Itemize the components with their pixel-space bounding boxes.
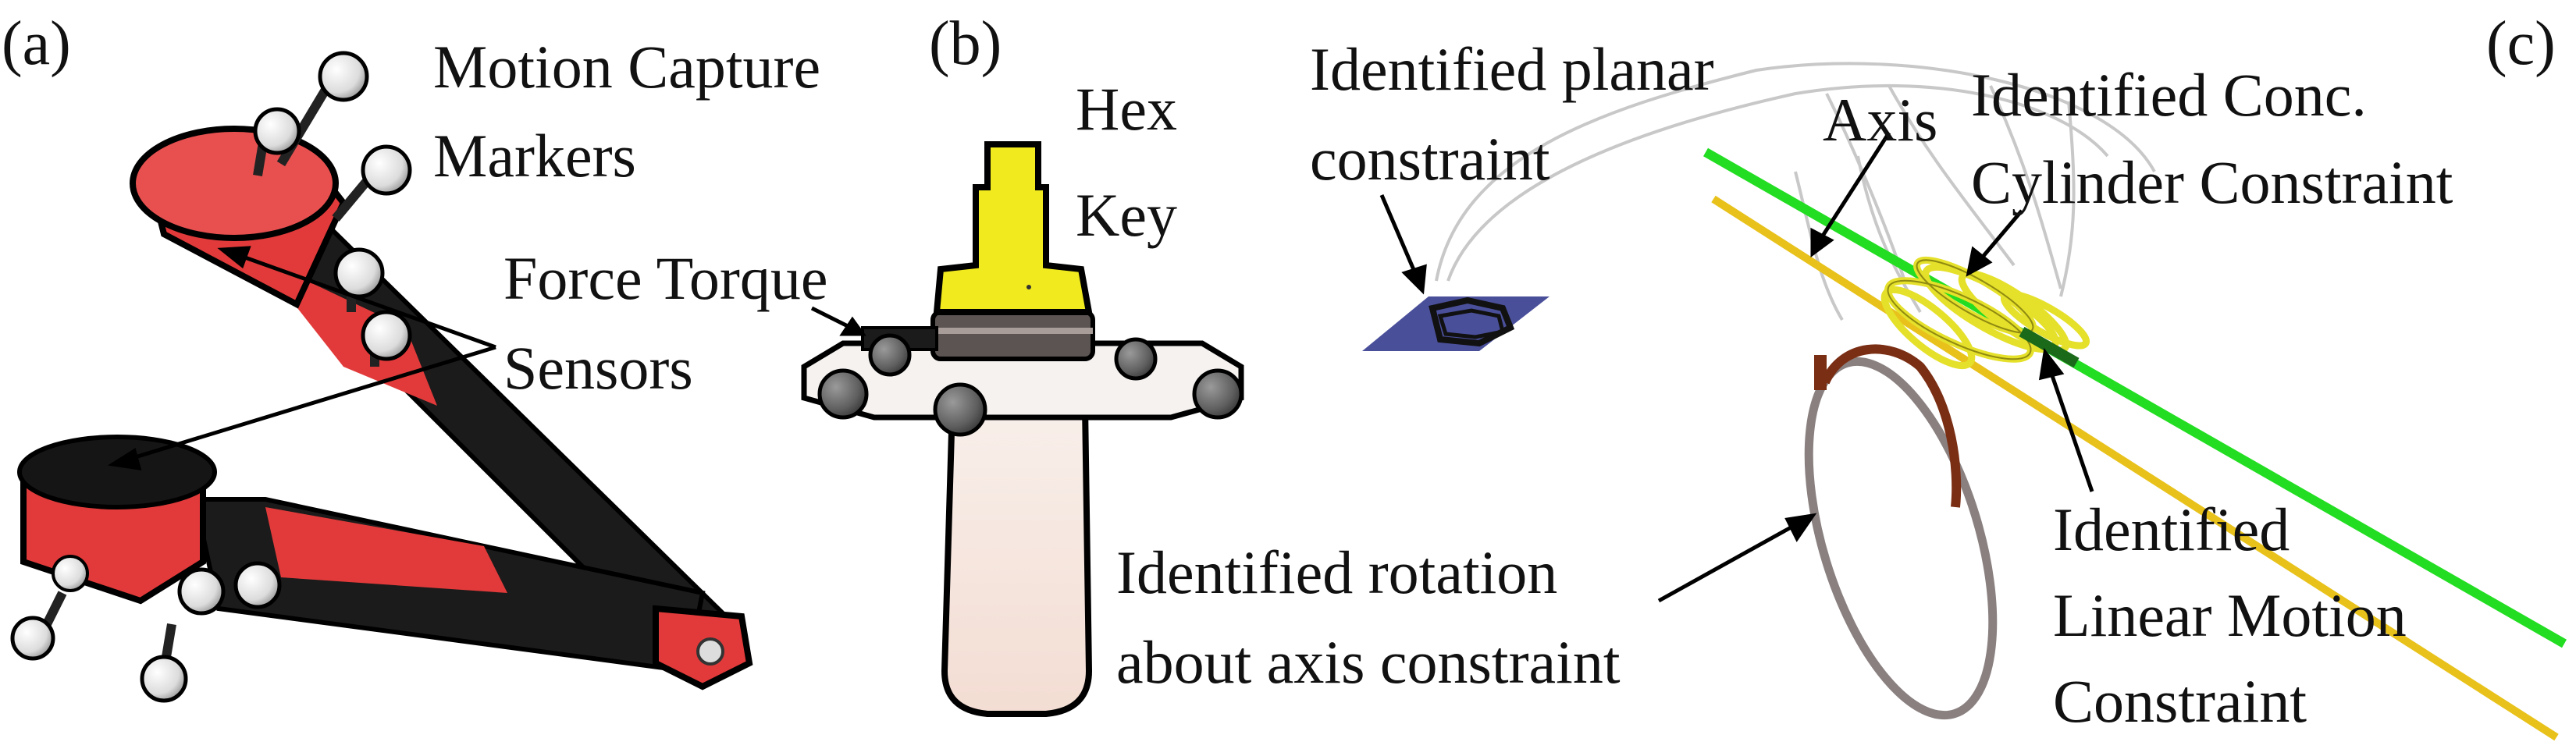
label-cylinder-constraint-line2: Cylinder Constraint <box>1971 148 2453 216</box>
panel-a-tag: (a) <box>2 9 71 78</box>
label-hex-key-line2: Key <box>1076 181 1177 249</box>
marker-ball <box>318 51 369 102</box>
marker-ball <box>1192 368 1244 420</box>
marker-ball <box>868 333 912 377</box>
label-linear-motion-line2: Linear Motion <box>2053 581 2407 649</box>
label-planar-constraint-line2: constraint <box>1310 125 1550 193</box>
label-rotation-constraint-line2: about axis constraint <box>1116 628 1621 696</box>
panel-b-fixture <box>801 141 1244 717</box>
marker-ball <box>177 567 226 616</box>
label-planar-constraint-line1: Identified planar <box>1310 35 1714 103</box>
label-hex-key-line1: Hex <box>1076 75 1177 143</box>
axis-line-green <box>1703 147 2567 648</box>
hex-key <box>933 141 1093 315</box>
label-rotation-constraint-line1: Identified rotation <box>1116 538 1558 606</box>
panel-c-tag: (c) <box>2486 9 2556 78</box>
marker-ball <box>1114 337 1158 381</box>
axis-line-yellow <box>1711 195 2559 741</box>
marker-ball <box>52 555 89 592</box>
marker-ball <box>140 655 188 703</box>
rotation-constraint-arc <box>1820 344 1962 508</box>
marker-ball <box>933 382 987 437</box>
marker-ball <box>361 310 412 361</box>
label-force-torque-sensors-line2: Sensors <box>503 334 693 402</box>
marker-ball <box>233 561 282 609</box>
label-force-torque-sensors-line1: Force Torque <box>503 244 828 312</box>
label-axis: Axis <box>1823 86 1938 154</box>
linear-motion-segment <box>2019 326 2080 368</box>
label-linear-motion-line3: Constraint <box>2053 667 2307 735</box>
panel-a-tool <box>10 51 753 703</box>
label-motion-capture-markers-line2: Markers <box>433 122 636 190</box>
label-cylinder-constraint-line1: Identified Conc. <box>1971 61 2367 129</box>
panel-b-tag: (b) <box>929 9 1002 78</box>
label-linear-motion-line1: Identified <box>2053 495 2290 563</box>
marker-ball <box>10 616 55 661</box>
marker-ball <box>253 107 301 155</box>
panel-c-constraints <box>1362 62 2567 741</box>
upper-sensor-housing <box>130 126 347 309</box>
ft-sensor-disk <box>930 310 1095 361</box>
marker-ball <box>361 144 412 196</box>
marker-ball <box>817 368 869 420</box>
label-motion-capture-markers-line1: Motion Capture <box>433 33 821 101</box>
marker-ball <box>333 247 385 299</box>
fixture-body <box>941 403 1093 717</box>
rotation-constraint-circle <box>1804 357 1998 720</box>
